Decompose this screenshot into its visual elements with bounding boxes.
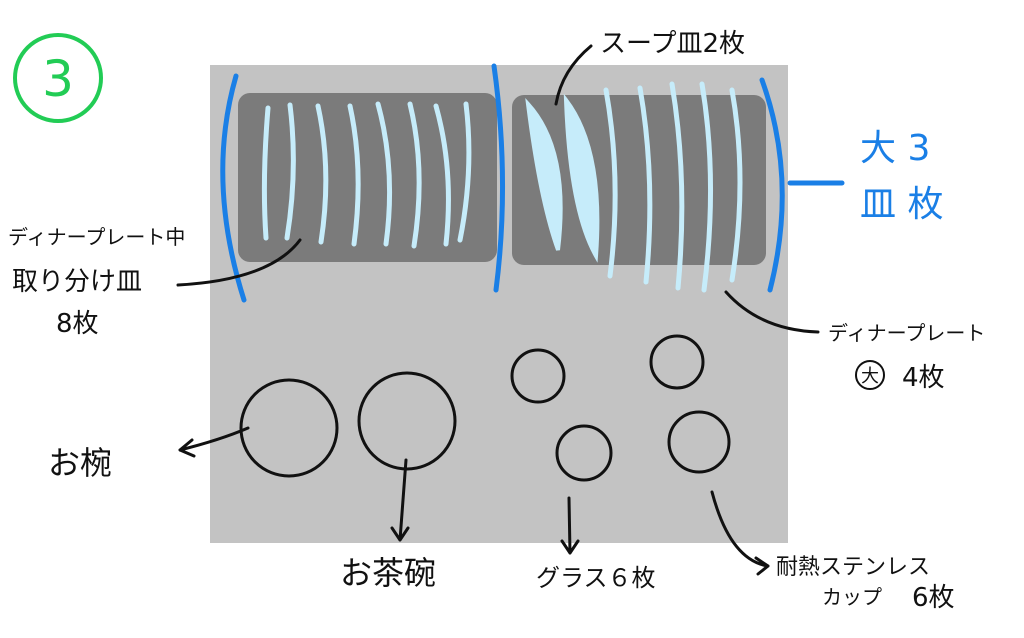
large-circled-mark [855, 360, 885, 390]
bowls-and-cups [239, 334, 731, 482]
large-plates-label-line2: 皿 枚 [860, 184, 943, 225]
glass-circle [649, 334, 705, 390]
medium-plates-label-line2: 取り分け皿 [12, 267, 142, 297]
step-circle [13, 33, 103, 123]
glass-circle [555, 424, 613, 482]
rice-bowl-circle [357, 371, 457, 471]
step-number: 3 [42, 50, 74, 108]
cups-label-line2: カップ [822, 585, 882, 609]
soup-plates-label: スープ皿2枚 [600, 29, 745, 59]
cup-circle [667, 410, 731, 474]
medium-plates-label-line3: 8枚 [56, 309, 99, 339]
large-dinner-plates-label-line1: ディナープレート [828, 321, 985, 345]
glasses-label: グラス６枚 [536, 564, 656, 592]
step-number-badge: 3 [13, 33, 103, 123]
large-dinner-plates-count: 4枚 [902, 363, 945, 393]
soup-and-large-plates [525, 81, 743, 293]
glass-circle [510, 348, 566, 404]
cups-label-line1: 耐熱ステンレス [776, 555, 930, 580]
large-plates-label-line1: 大 3 [860, 128, 930, 169]
rice-bowl-label: お茶碗 [340, 554, 436, 592]
left-dish-rack [238, 93, 497, 262]
large-circled-label: 大 [861, 366, 879, 387]
bowl-circle [239, 378, 339, 478]
dividers [220, 63, 845, 303]
leader-lines [176, 44, 820, 576]
medium-plates-label-line1: ディナープレート中 [8, 225, 185, 249]
medium-dinner-plates [261, 101, 472, 249]
cups-count-label: 6枚 [912, 583, 955, 613]
bowl-label: お椀 [48, 444, 112, 482]
